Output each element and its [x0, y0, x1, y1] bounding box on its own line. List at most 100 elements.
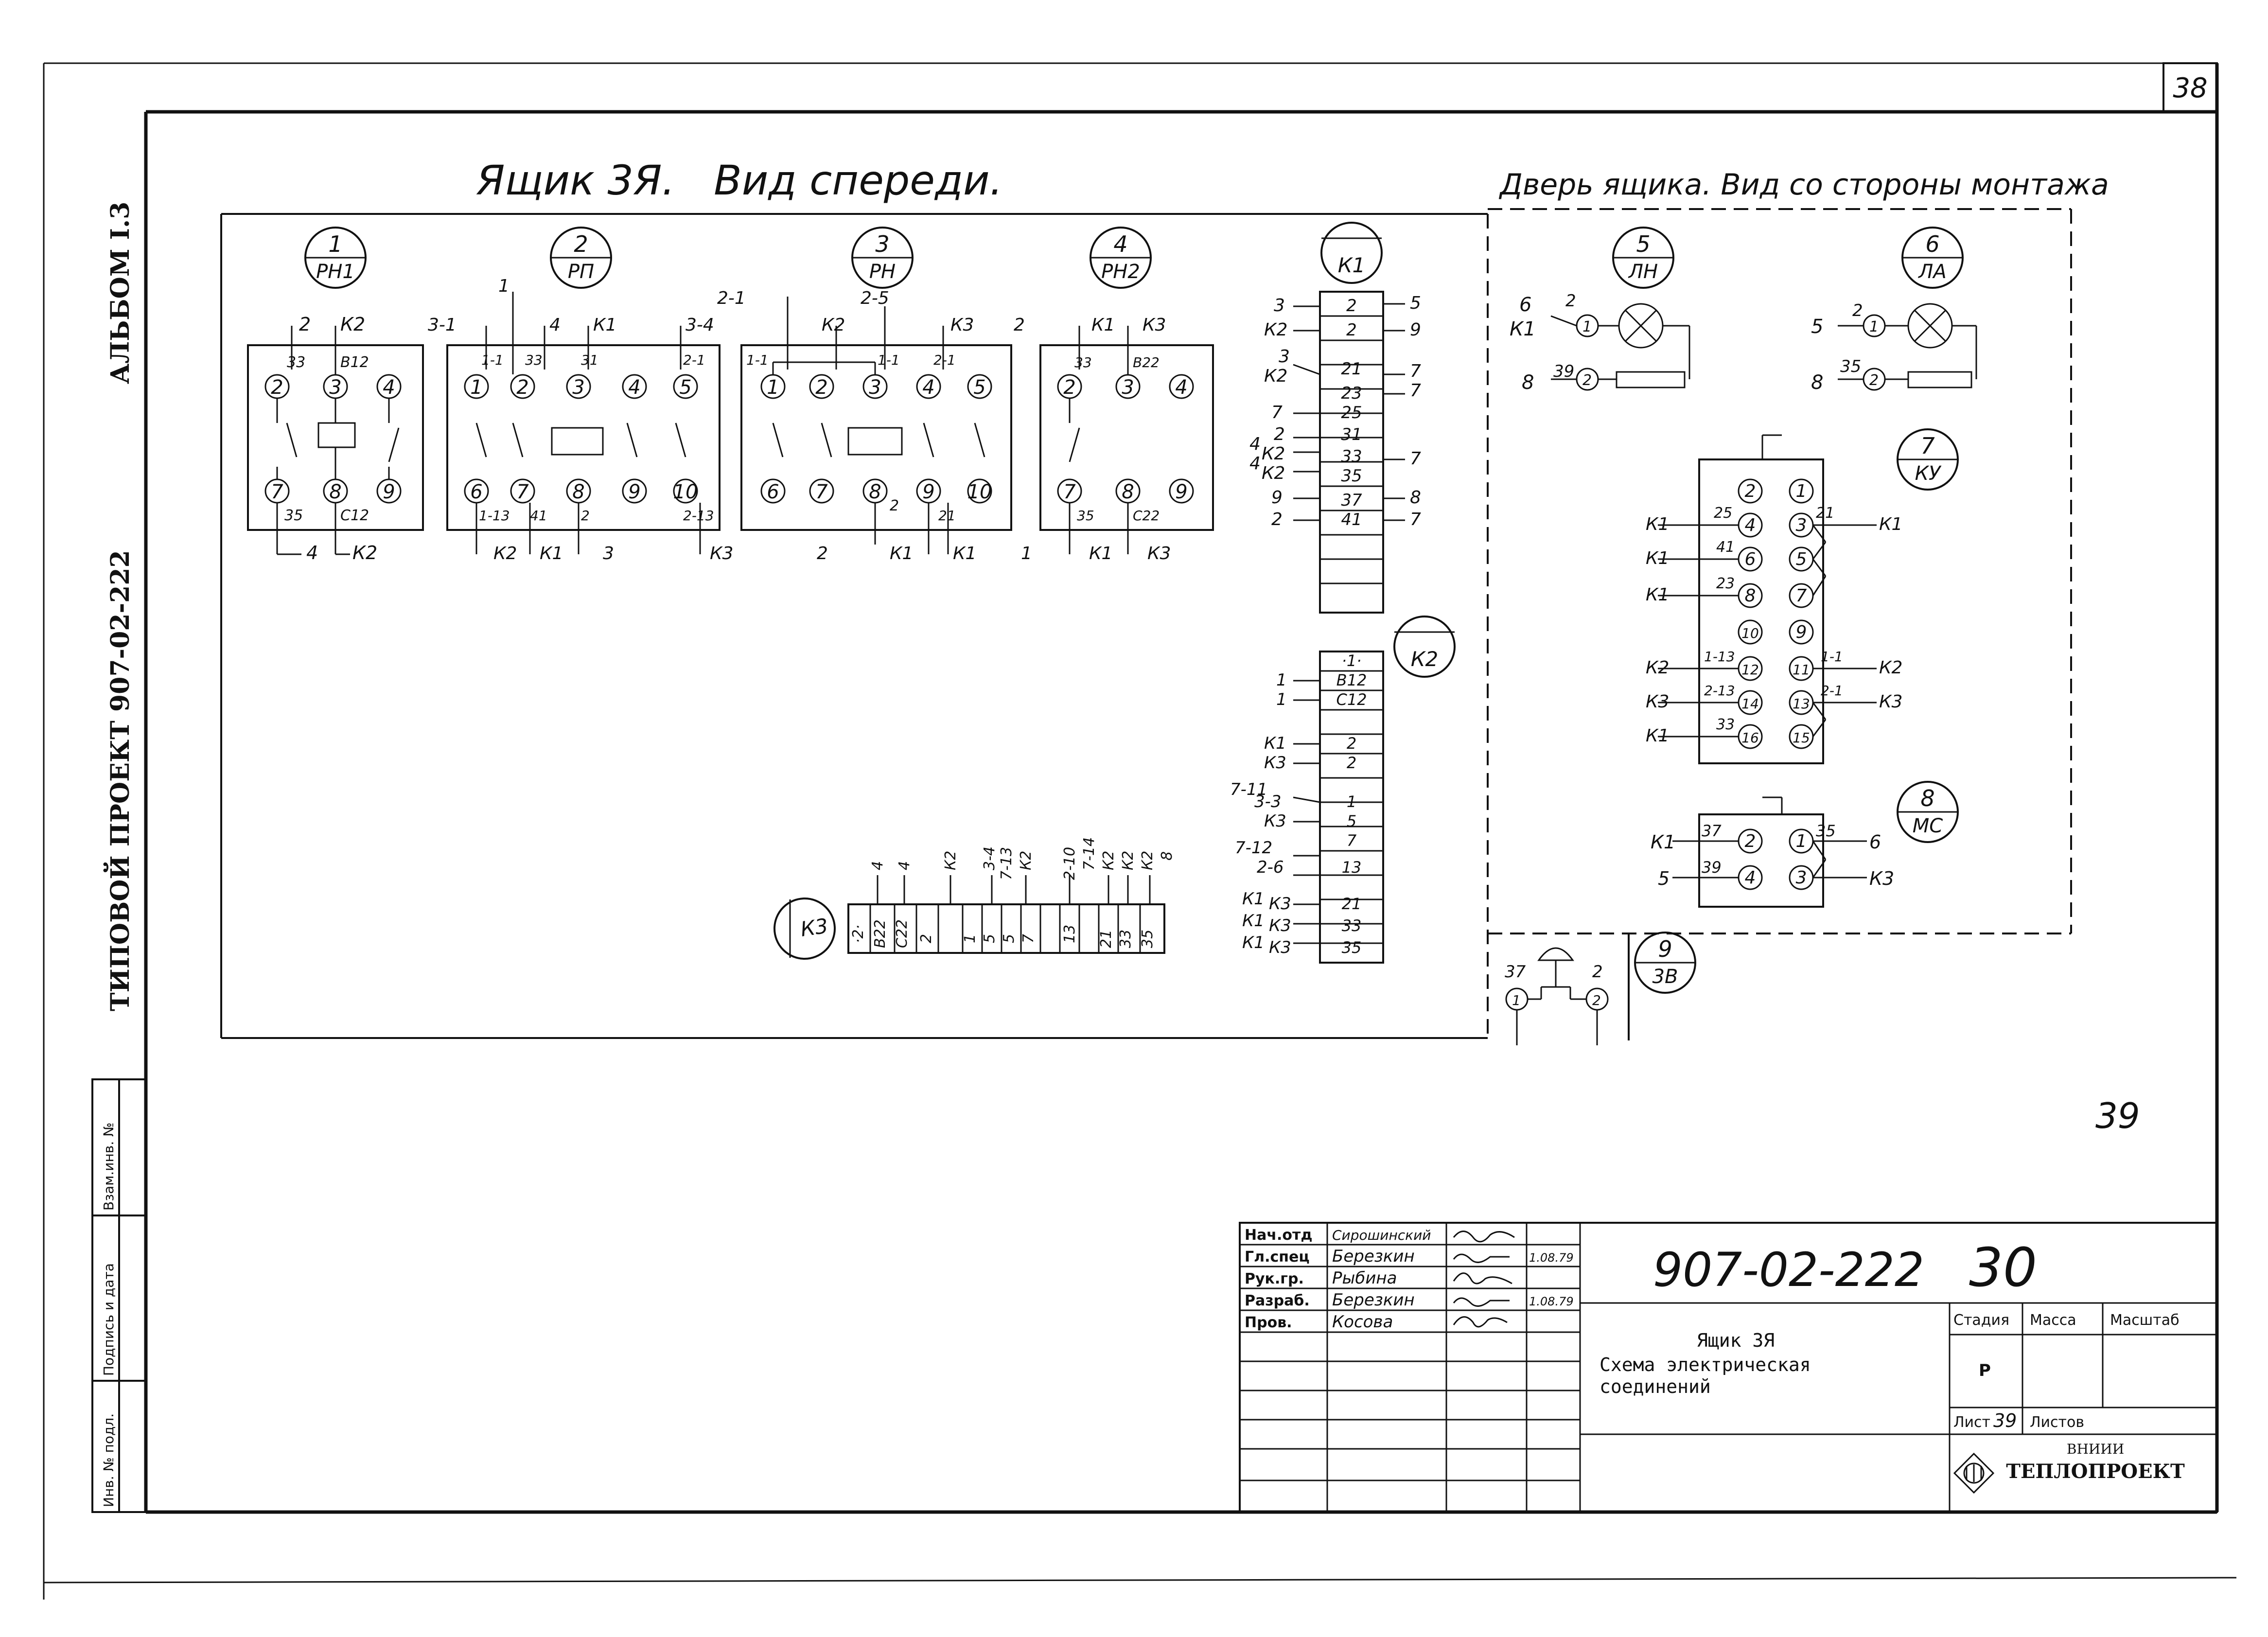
svg-text:9: 9 [1410, 320, 1421, 340]
date-1: 1.08.79 [1529, 1251, 1574, 1265]
svg-text:21: 21 [1816, 505, 1834, 522]
svg-text:2: 2 [1745, 831, 1756, 851]
date-3: 1.08.79 [1529, 1295, 1574, 1308]
name-3: Березкин [1332, 1290, 1415, 1310]
svg-text:5: 5 [1410, 293, 1421, 313]
svg-text:7-13: 7-13 [998, 847, 1015, 880]
svg-text:К1: К1 [1651, 831, 1675, 853]
svg-text:3-4: 3-4 [981, 846, 998, 870]
svg-text:7-11: 7-11 [1230, 780, 1267, 799]
svg-text:4: 4 [922, 376, 934, 399]
svg-text:К2: К2 [1264, 320, 1287, 340]
svg-text:2: 2 [817, 544, 828, 563]
svg-text:35: 35 [1840, 357, 1861, 376]
svg-text:21: 21 [938, 508, 956, 524]
svg-text:К3: К3 [1879, 692, 1902, 712]
project-label: ТИПОВОЙ ПРОЕКТ 907-02-222 [103, 550, 135, 1011]
svg-text:33: 33 [1716, 716, 1735, 733]
svg-text:С12: С12 [340, 507, 369, 524]
svg-text:В22: В22 [1133, 354, 1160, 370]
svg-text:2: 2 [1271, 510, 1283, 529]
svg-text:33: 33 [287, 354, 305, 371]
svg-text:12: 12 [1741, 662, 1759, 678]
svg-text:5: 5 [1347, 812, 1356, 830]
drawing-title-1: Схема электрическая [1600, 1354, 1811, 1375]
svg-text:4: 4 [306, 542, 318, 563]
stage-value: Р [1979, 1361, 1991, 1380]
svg-text:6: 6 [470, 481, 482, 503]
svg-text:1: 1 [1347, 792, 1356, 811]
svg-text:3-1: 3-1 [428, 315, 457, 335]
svg-text:3: 3 [603, 544, 614, 563]
svg-text:2: 2 [1014, 315, 1025, 335]
svg-text:7: 7 [1410, 510, 1421, 529]
svg-text:3: 3 [329, 376, 341, 399]
box-outline [220, 208, 2072, 1040]
svg-text:2: 2 [1745, 481, 1756, 501]
device-6-code: ЛА [1917, 261, 1946, 283]
svg-text:2: 2 [1852, 301, 1863, 320]
svg-text:35: 35 [1816, 822, 1836, 840]
svg-text:35: 35 [1077, 508, 1094, 524]
svg-text:8: 8 [1410, 488, 1421, 508]
svg-text:1: 1 [1276, 690, 1287, 709]
svg-text:К1: К1 [1242, 933, 1265, 952]
page-number-handwritten: 39 [2095, 1095, 2140, 1136]
svg-text:2: 2 [271, 376, 283, 399]
door-view-heading: Дверь ящика. Вид со стороны монтажа [1498, 168, 2109, 202]
svg-text:7-14: 7-14 [1081, 837, 1098, 870]
device-7-code: КУ [1915, 462, 1942, 485]
role-4: Пров. [1245, 1314, 1292, 1331]
svg-text:14: 14 [1741, 696, 1759, 712]
svg-text:13: 13 [1061, 925, 1078, 943]
svg-text:В12: В12 [1336, 671, 1367, 689]
svg-text:К1: К1 [1264, 734, 1286, 753]
svg-text:1: 1 [1796, 481, 1807, 501]
svg-text:К3: К3 [1147, 544, 1171, 563]
svg-text:В12: В12 [340, 354, 369, 371]
svg-text:2: 2 [1869, 372, 1879, 389]
svg-text:5: 5 [679, 376, 691, 399]
svg-text:·2·: ·2· [850, 925, 867, 943]
svg-text:8: 8 [869, 481, 881, 503]
svg-text:1: 1 [1796, 831, 1807, 851]
svg-text:3: 3 [572, 376, 584, 399]
svg-text:35: 35 [284, 507, 303, 524]
svg-text:15: 15 [1793, 730, 1810, 746]
svg-text:4: 4 [628, 376, 640, 399]
svg-text:1: 1 [1512, 992, 1521, 1008]
svg-text:2: 2 [815, 376, 827, 399]
svg-text:С12: С12 [1336, 690, 1367, 709]
signatures [1453, 1231, 1515, 1328]
svg-text:2: 2 [581, 508, 590, 524]
svg-text:2-13: 2-13 [1704, 683, 1735, 699]
svg-text:К3: К3 [950, 315, 974, 335]
svg-text:5: 5 [1811, 316, 1823, 338]
svg-text:9: 9 [1175, 481, 1187, 503]
svg-text:К2: К2 [1139, 851, 1156, 870]
svg-text:В22: В22 [872, 919, 889, 948]
svg-text:33: 33 [1074, 354, 1092, 370]
svg-text:7: 7 [271, 481, 283, 503]
side-strip: АЛЬБОМ I.3 ТИПОВОЙ ПРОЕКТ 907-02-222 Инв… [91, 202, 147, 1513]
svg-text:1-1: 1-1 [481, 352, 504, 368]
svg-text:33: 33 [1117, 930, 1134, 948]
album-label: АЛЬБОМ I.3 [105, 202, 135, 384]
svg-text:7: 7 [815, 481, 828, 503]
svg-text:35: 35 [1139, 930, 1156, 948]
svg-text:8: 8 [1122, 481, 1134, 503]
svg-text:К2: К2 [493, 544, 517, 563]
svg-text:8: 8 [1745, 586, 1756, 606]
svg-text:3-3: 3-3 [1254, 792, 1282, 811]
name-0: Сирошинский [1332, 1227, 1431, 1243]
svg-text:10: 10 [673, 481, 698, 503]
role-1: Гл.спец [1245, 1249, 1310, 1266]
device-1-number: 1 [328, 231, 342, 257]
name-2: Рыбина [1332, 1268, 1397, 1288]
doc-number: 907-02-222 [1653, 1243, 1924, 1297]
